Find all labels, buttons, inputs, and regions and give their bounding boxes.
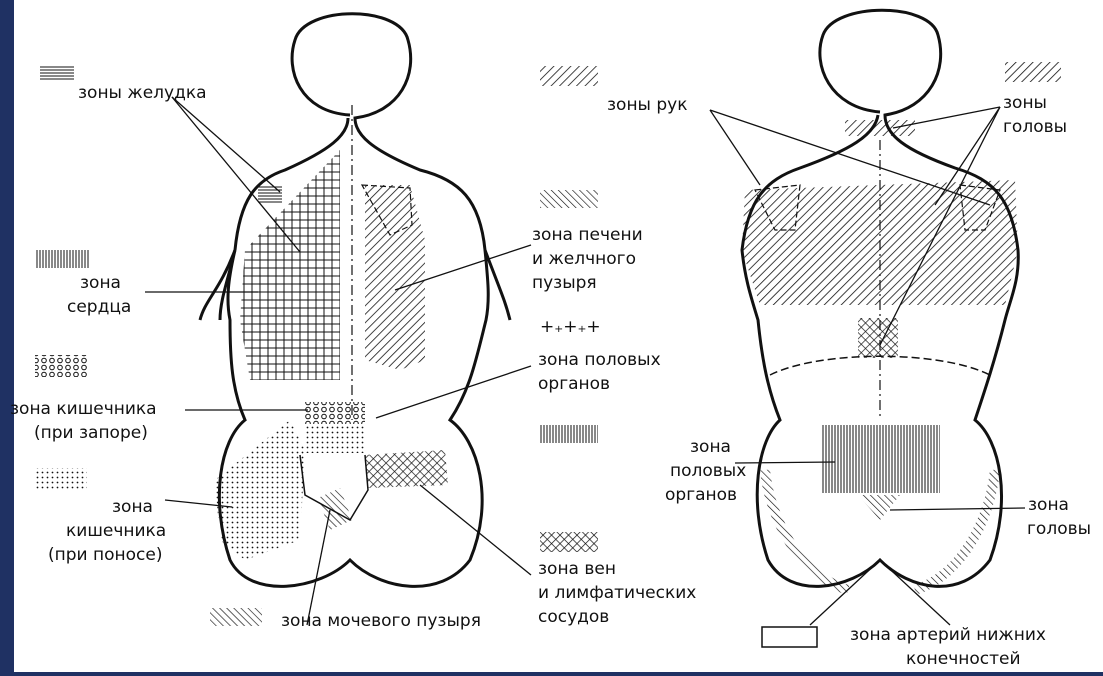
- label-arteries-1: зона артерий нижних: [850, 625, 1046, 645]
- legend-swatch-head: [1005, 62, 1061, 82]
- label-genital-right-2: половых: [670, 461, 746, 481]
- label-genital-2: органов: [538, 374, 610, 394]
- label-stomach: зоны желудка: [78, 83, 207, 103]
- label-genital-right-3: органов: [665, 485, 737, 505]
- label-liver-3: пузыря: [532, 273, 597, 293]
- bowel-constipation-zone: [305, 402, 365, 424]
- label-arteries-2: конечностей: [906, 649, 1021, 669]
- label-bowel-diarrhea-1: зона: [112, 497, 153, 517]
- arms-zone: [742, 180, 1018, 305]
- label-head-lower-2: головы: [1027, 519, 1091, 539]
- label-bowel-constipation-2: (при запоре): [34, 423, 148, 443]
- legend-swatch-arms: [540, 66, 598, 86]
- liver-zone: [365, 185, 425, 370]
- legend-swatch-bowel-diarrhea: [35, 468, 87, 490]
- label-bowel-diarrhea-3: (при поносе): [48, 545, 162, 565]
- label-head-1: зоны: [1003, 93, 1047, 113]
- legend-swatch-stomach: [40, 65, 74, 81]
- head-zone-lumbar: [858, 318, 898, 358]
- label-bladder: зона мочевого пузыря: [281, 611, 481, 631]
- label-heart-1: зона: [80, 273, 121, 293]
- label-heart-2: сердца: [67, 297, 131, 317]
- legend-swatch-genital: +₊+₊+: [540, 317, 601, 337]
- label-genital-1: зона половых: [538, 350, 661, 370]
- label-veins-1: зона вен: [538, 559, 616, 579]
- legend-swatch-bowel-constipation: [35, 355, 87, 377]
- label-arms: зоны рук: [607, 95, 688, 115]
- veins-zone: [365, 450, 448, 488]
- stomach-zone: [258, 185, 282, 203]
- label-genital-right-1: зона: [690, 437, 731, 457]
- label-liver-1: зона печени: [532, 225, 643, 245]
- label-veins-2: и лимфатических: [538, 583, 696, 603]
- legend-swatch-veins: [540, 532, 598, 552]
- genital-zone-left: [305, 425, 365, 453]
- label-bowel-diarrhea-2: кишечника: [66, 521, 166, 541]
- legend-swatch-arteries: [762, 627, 817, 647]
- genital-zone-right: [822, 425, 940, 493]
- label-bowel-constipation-1: зона кишечника: [10, 399, 157, 419]
- label-liver-2: и желчного: [532, 249, 636, 269]
- legend-swatch-genital-right: [540, 425, 598, 443]
- legend-swatch-heart: [35, 250, 90, 268]
- head-zone-neck: [845, 120, 915, 136]
- label-veins-3: сосудов: [538, 607, 609, 627]
- legend-swatch-liver: [540, 190, 598, 208]
- legend-swatch-bladder: [210, 608, 262, 626]
- label-head-2: головы: [1003, 117, 1067, 137]
- label-head-lower-1: зона: [1028, 495, 1069, 515]
